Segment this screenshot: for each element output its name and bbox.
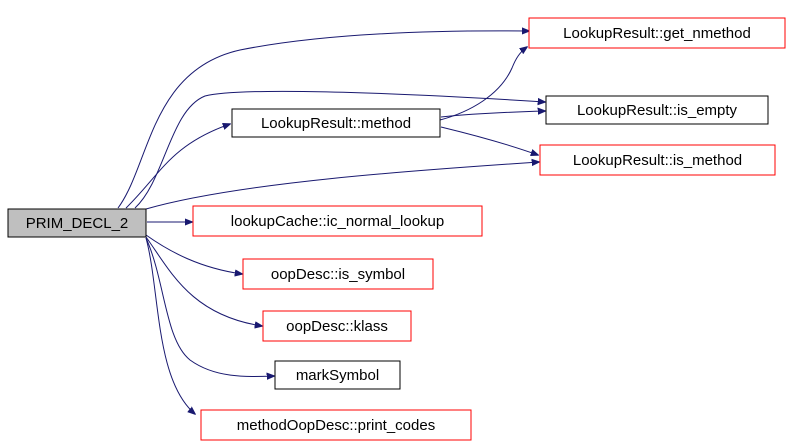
- node-label: oopDesc::klass: [286, 318, 388, 335]
- node-ic-normal-lookup[interactable]: lookupCache::ic_normal_lookup: [192, 205, 483, 237]
- edge-prim-to-method: [125, 124, 230, 209]
- node-box: [7, 208, 147, 238]
- edge-prim-to-is_method: [145, 162, 539, 210]
- edge-prim-to-is_symbol: [145, 234, 242, 274]
- node-label: oopDesc::is_symbol: [271, 266, 405, 283]
- node-box: [545, 95, 769, 125]
- node-get-nmethod[interactable]: LookupResult::get_nmethod: [528, 17, 786, 49]
- node-label: lookupCache::ic_normal_lookup: [231, 213, 444, 230]
- node-box: [192, 205, 483, 237]
- node-label: markSymbol: [296, 367, 379, 384]
- node-label: PRIM_DECL_2: [26, 215, 129, 232]
- edge-prim-to-print_codes: [145, 237, 195, 414]
- node-is-empty[interactable]: LookupResult::is_empty: [545, 95, 769, 125]
- edges-layer: [117, 31, 545, 414]
- node-label: LookupResult::is_empty: [577, 102, 738, 119]
- node-label: LookupResult::method: [261, 115, 411, 132]
- edge-prim-to-is_empty: [134, 90, 545, 209]
- node-box: [200, 409, 472, 441]
- node-is-symbol[interactable]: oopDesc::is_symbol: [242, 258, 434, 290]
- edge-method-to-get_nmethod: [439, 47, 527, 121]
- edge-method-to-is_method: [440, 126, 538, 155]
- edge-method-to-is_empty: [440, 111, 545, 118]
- node-label: LookupResult::is_method: [573, 152, 742, 169]
- nodes-layer: PRIM_DECL_2 LookupResult::get_nmethodLook…: [7, 17, 786, 441]
- node-is-method[interactable]: LookupResult::is_method: [539, 144, 776, 176]
- edge-prim-to-markSymbol: [145, 237, 274, 376]
- node-box: [262, 310, 412, 342]
- node-markSymbol[interactable]: markSymbol: [274, 360, 401, 390]
- edge-prim-to-get_nmethod: [117, 31, 529, 209]
- node-box: [528, 17, 786, 49]
- node-box: [231, 108, 441, 138]
- node-box: [242, 258, 434, 290]
- node-print-codes[interactable]: methodOopDesc::print_codes: [200, 409, 472, 441]
- node-klass[interactable]: oopDesc::klass: [262, 310, 412, 342]
- node-box: [274, 360, 401, 390]
- node-box: [539, 144, 776, 176]
- node-label: LookupResult::get_nmethod: [563, 25, 751, 42]
- node-prim[interactable]: PRIM_DECL_2: [7, 208, 147, 238]
- node-method[interactable]: LookupResult::method: [231, 108, 441, 138]
- edge-prim-to-klass: [145, 236, 262, 326]
- node-label: methodOopDesc::print_codes: [237, 417, 435, 434]
